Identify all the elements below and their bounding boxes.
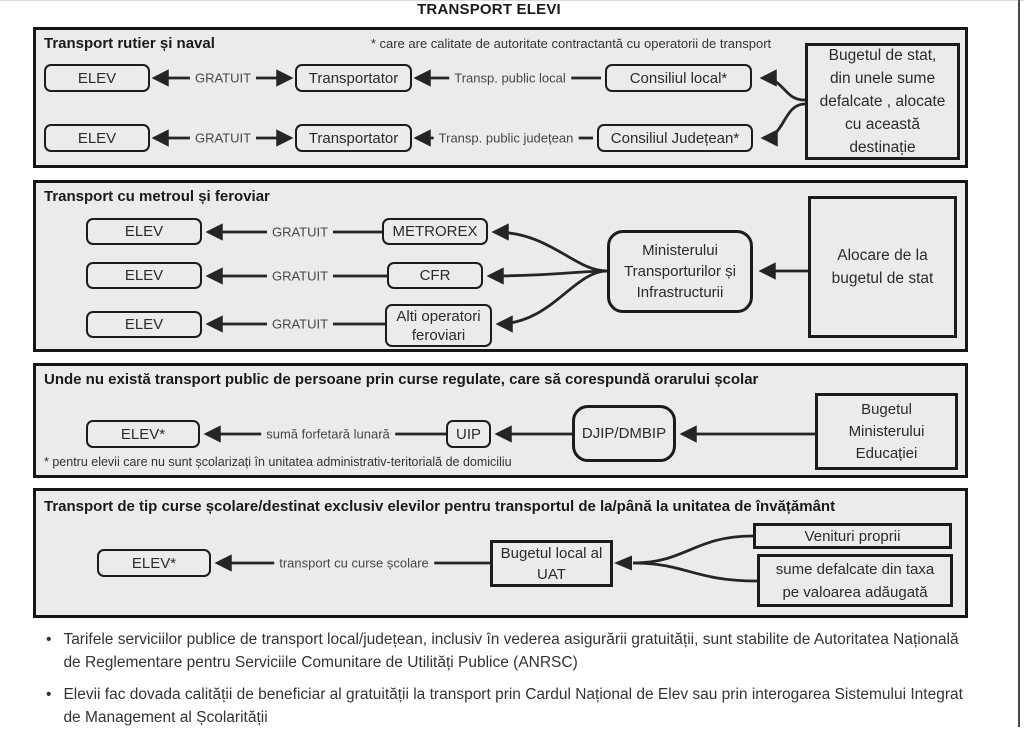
gratuit-label: GRATUIT xyxy=(266,224,334,240)
djip-dmbip-label: DJIP/DMBIP xyxy=(581,425,667,442)
vat-shares-line: sume defalcate din taxa xyxy=(775,560,935,578)
section-metro-rail-panel: Transport cu metroul și feroviar ELEV EL… xyxy=(33,180,968,352)
elev-label: ELEV xyxy=(124,267,164,284)
djip-dmbip-box: DJIP/DMBIP xyxy=(572,405,676,462)
education-ministry-budget-line: Educației xyxy=(855,444,918,462)
transporter-label: Transportator xyxy=(308,129,399,147)
bullet-text: Elevii fac dovada calității de beneficia… xyxy=(63,686,963,726)
section-heading: Transport de tip curse școlare/destinat … xyxy=(44,498,836,515)
state-budget-line: cu această xyxy=(845,116,920,133)
state-budget-allocation-line: bugetul de stat xyxy=(831,270,934,287)
county-council-box: Consiliul Județean* xyxy=(597,124,753,152)
education-ministry-budget-box: Bugetul Ministerului Educației xyxy=(815,393,958,470)
school-routes-label: transport cu curse școlare xyxy=(274,555,434,571)
transport-ministry-line: Ministerului xyxy=(642,242,718,259)
local-council-label: Consiliul local* xyxy=(629,69,728,87)
local-budget-uat-box: Bugetul local al UAT xyxy=(490,540,613,587)
elev-star-box: ELEV* xyxy=(86,420,200,448)
own-revenues-label: Venituri proprii xyxy=(804,527,901,545)
state-budget-box: Bugetul de stat, din unele sume defalcat… xyxy=(805,43,960,160)
transport-ministry-box: Ministerului Transporturilor și Infrastr… xyxy=(607,230,753,313)
elev-star-box: ELEV* xyxy=(97,549,211,577)
elev-star-label: ELEV* xyxy=(131,554,177,572)
cfr-box: CFR xyxy=(387,262,483,289)
other-rail-operators-box: Alti operatori feroviari xyxy=(385,304,492,347)
section-heading: Unde nu există transport public de perso… xyxy=(44,371,759,388)
notes-list: Tarifele serviciilor publice de transpor… xyxy=(44,628,978,738)
county-public-transport-label: Transp. public județean xyxy=(433,130,579,146)
elev-label: ELEV xyxy=(77,69,117,87)
transporter-box: Transportator xyxy=(295,64,412,92)
section-road-naval-panel: Transport rutier și naval * care are cal… xyxy=(33,27,968,168)
section-school-routes-panel: Transport de tip curse școlare/destinat … xyxy=(33,488,968,618)
section-heading: Transport rutier și naval xyxy=(44,35,215,52)
other-rail-operators-line: Alti operatori xyxy=(396,307,481,325)
section-heading: Transport cu metroul și feroviar xyxy=(44,188,270,205)
state-budget-line: Bugetul de stat, xyxy=(828,47,937,64)
page-top-divider xyxy=(0,0,1024,1)
elev-box: ELEV xyxy=(86,262,202,289)
vat-shares-line: pe valoarea adăugată xyxy=(782,583,928,601)
education-ministry-budget-line: Ministerului xyxy=(848,422,925,440)
other-rail-operators-line: feroviari xyxy=(411,326,466,344)
state-budget-allocation-line: Alocare de la xyxy=(837,247,928,264)
metrorex-box: METROREX xyxy=(382,218,488,245)
metrorex-label: METROREX xyxy=(392,223,478,240)
uip-box: UIP xyxy=(446,420,491,448)
state-budget-line: defalcate , alocate xyxy=(819,93,946,110)
gratuit-label: GRATUIT xyxy=(266,268,334,284)
monthly-lump-sum-label: sumă forfetară lunară xyxy=(261,426,395,442)
transport-ministry-line: Transporturilor și xyxy=(624,263,736,280)
education-ministry-budget-line: Bugetul xyxy=(861,400,912,418)
transport-ministry-line: Infrastructurii xyxy=(636,284,724,301)
gratuit-label: GRATUIT xyxy=(266,316,334,332)
local-public-transport-label: Transp. public local xyxy=(449,70,571,86)
elev-label: ELEV xyxy=(124,316,164,333)
cfr-label: CFR xyxy=(419,267,451,284)
elev-star-label: ELEV* xyxy=(120,425,166,443)
transporter-box: Transportator xyxy=(295,124,412,152)
gratuit-label: GRATUIT xyxy=(189,130,257,146)
local-council-box: Consiliul local* xyxy=(605,64,752,92)
elev-box: ELEV xyxy=(44,64,150,92)
gratuit-label: GRATUIT xyxy=(189,70,257,86)
uip-label: UIP xyxy=(455,425,481,443)
list-item: Tarifele serviciilor publice de transpor… xyxy=(44,628,978,674)
transporter-label: Transportator xyxy=(308,69,399,87)
state-budget-line: destinație xyxy=(849,139,916,156)
page-right-edge-line xyxy=(1018,0,1020,727)
vat-shares-box: sume defalcate din taxa pe valoarea adău… xyxy=(757,554,953,607)
section-no-public-transport-panel: Unde nu există transport public de perso… xyxy=(33,363,968,478)
county-council-label: Consiliul Județean* xyxy=(610,129,740,147)
local-budget-uat-line: UAT xyxy=(537,565,566,583)
page-title: TRANSPORT ELEVI xyxy=(417,1,561,18)
local-budget-uat-line: Bugetul local al xyxy=(500,544,603,562)
list-item: Elevii fac dovada calității de beneficia… xyxy=(44,683,978,729)
elev-box: ELEV xyxy=(44,124,150,152)
state-budget-allocation-box: Alocare de la bugetul de stat xyxy=(808,196,957,338)
elev-box: ELEV xyxy=(86,311,202,338)
elev-box: ELEV xyxy=(86,218,202,245)
contracting-authority-note: * care are calitate de autoritate contra… xyxy=(370,36,772,51)
elev-label: ELEV xyxy=(77,129,117,147)
state-budget-line: din unele sume xyxy=(829,70,936,87)
own-revenues-box: Venituri proprii xyxy=(753,523,952,549)
bullet-text: Tarifele serviciilor publice de transpor… xyxy=(63,631,959,671)
elev-label: ELEV xyxy=(124,223,164,240)
domicile-footnote: * pentru elevii care nu sunt școlarizați… xyxy=(44,455,512,469)
